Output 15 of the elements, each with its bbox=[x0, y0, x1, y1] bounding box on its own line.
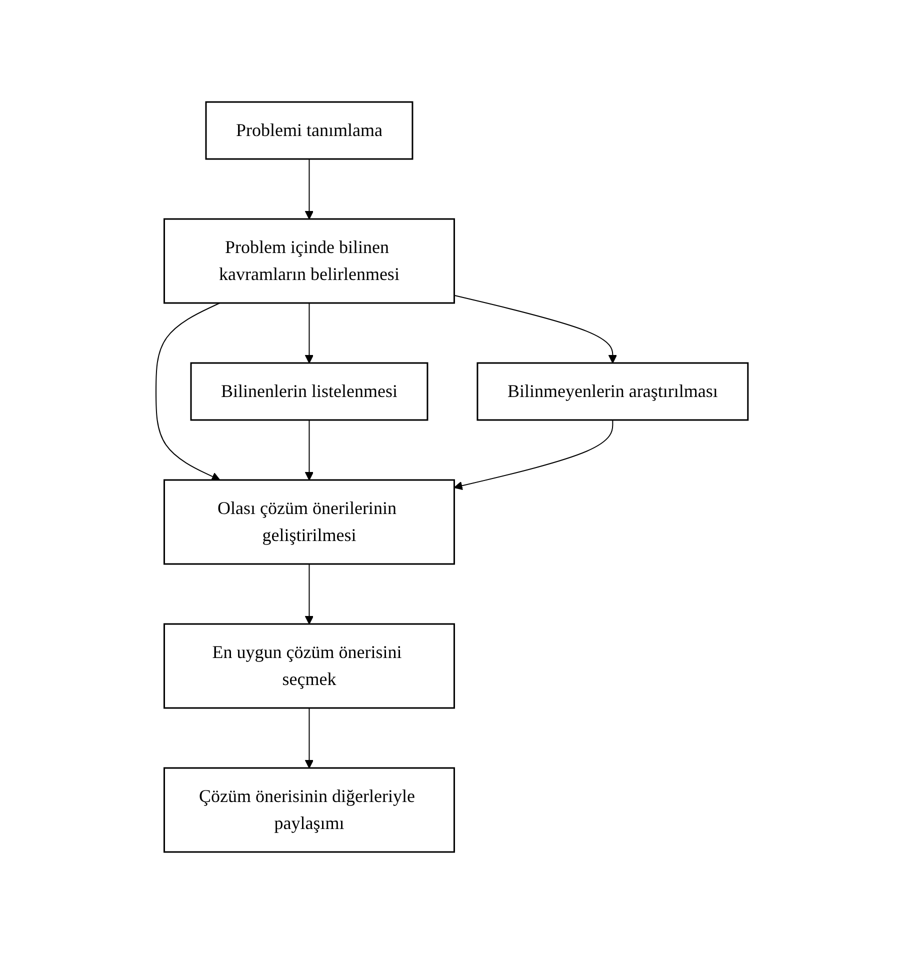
node-box: Bilinmeyenlerin araştırılması bbox=[476, 362, 748, 421]
arrow bbox=[304, 158, 314, 220]
arrow bbox=[453, 420, 613, 490]
arrow bbox=[304, 302, 314, 364]
node-box: Problemi tanımlama bbox=[204, 101, 413, 160]
node-box: En uygun çözüm önerisini seçmek bbox=[163, 623, 455, 709]
node-box: Çözüm önerisinin diğerleriyle paylaşımı bbox=[163, 767, 455, 853]
arrow bbox=[304, 708, 314, 768]
node-box: Bilinenlerin listelenmesi bbox=[190, 362, 428, 421]
arrow bbox=[304, 564, 314, 624]
node-box: Problem içinde bilinen kavramların belirlenmesi bbox=[163, 218, 455, 304]
arrow bbox=[453, 294, 617, 364]
arrow bbox=[304, 420, 314, 480]
arrow bbox=[155, 302, 220, 481]
node-box: Olası çözüm önerilerinin geliştirilmesi bbox=[163, 479, 455, 565]
